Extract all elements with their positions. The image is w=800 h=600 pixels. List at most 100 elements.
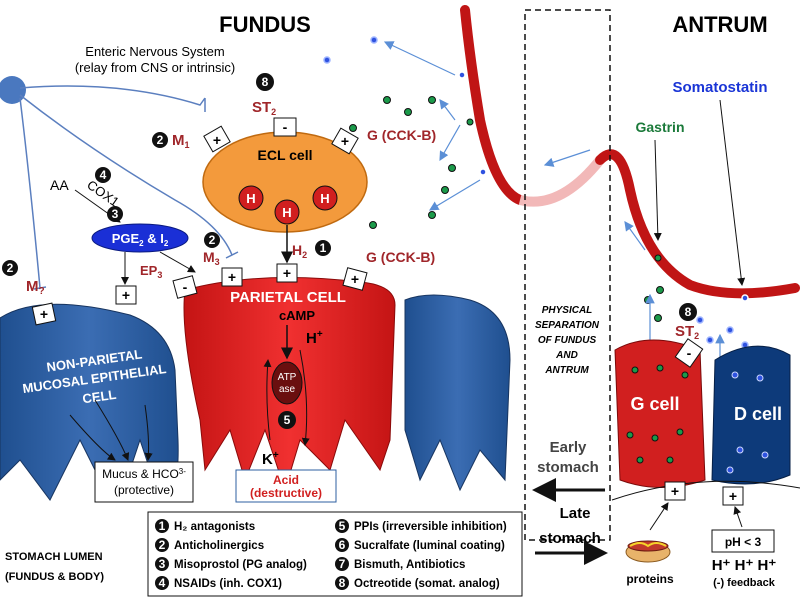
svg-text:ANTRUM: ANTRUM — [544, 365, 589, 376]
legend-item-4: NSAIDs (inh. COX1) — [174, 578, 282, 590]
legend-badge-8: 8 — [335, 576, 349, 590]
nonparietal-line3: CELL — [82, 387, 118, 407]
legend-badge-7: 7 — [335, 557, 349, 571]
minus-sign: - — [283, 119, 288, 135]
svg-text:5: 5 — [284, 413, 291, 427]
svg-text:8: 8 — [685, 305, 692, 319]
acid-label: Acid — [273, 473, 299, 487]
gcell-st2-label: ST2 — [675, 323, 699, 341]
ecl-label: ECL cell — [258, 147, 313, 163]
atpase-label: ATP — [278, 372, 297, 383]
badge-2: 2 — [152, 132, 168, 148]
nonparietal-receptor-m — [31, 302, 57, 326]
nerve-fibers — [19, 85, 239, 290]
atpase-pump — [271, 361, 303, 405]
hplus-out-arrow — [299, 349, 310, 446]
pge2-label: PGE2 & I2 — [112, 231, 169, 248]
mucus-box — [94, 461, 194, 503]
svg-text:SEPARATION: SEPARATION — [535, 320, 600, 331]
late-label-2: stomach — [539, 530, 601, 547]
badge-5: 5 — [278, 411, 296, 429]
legend-item-6: Sucralfate (luminal coating) — [354, 540, 505, 552]
legend-item-8: Octreotide (somat. analog) — [354, 578, 500, 590]
svg-text:H: H — [282, 205, 291, 220]
ens-line1: Enteric Nervous System — [85, 44, 224, 59]
d-cell-granules — [726, 371, 769, 474]
plus-sign: + — [729, 488, 737, 504]
plus-sign: + — [213, 132, 221, 148]
svg-text:7: 7 — [339, 557, 346, 571]
ens-line2: (relay from CNS or intrinsic) — [75, 60, 235, 75]
dcell-receptor-ph — [722, 486, 744, 506]
lumen-line1: STOMACH LUMEN — [5, 551, 103, 563]
svg-text:PHYSICAL: PHYSICAL — [542, 305, 593, 316]
kplus-in-arrow — [263, 359, 272, 441]
parietal-label: PARIETAL CELL — [230, 289, 346, 306]
svg-text:3: 3 — [112, 207, 119, 221]
m3-label: M3 — [203, 249, 220, 267]
mucus-line1: Mucus & HCO3- — [102, 467, 186, 481]
parietal-receptor-ep3 — [172, 275, 198, 299]
blood-vessel-lower — [595, 149, 800, 299]
camp-label: cAMP — [279, 308, 315, 323]
svg-text:2: 2 — [159, 538, 166, 552]
late-label-1: Late — [560, 505, 591, 522]
atpase-label-2: ase — [279, 384, 296, 395]
parietal-receptor-g — [342, 267, 368, 291]
kplus-label: K+ — [262, 450, 279, 468]
svg-text:6: 6 — [339, 538, 346, 552]
early-label-2: stomach — [537, 459, 599, 476]
pge-arrow-2 — [159, 251, 196, 273]
badge-8: 8 — [256, 73, 274, 91]
ecl-receptor-g — [331, 127, 359, 155]
badge-4: 4 — [95, 167, 111, 183]
svg-text:5: 5 — [339, 519, 346, 533]
gcell-receptor-st2 — [674, 338, 704, 368]
somatostatin-arrow — [719, 99, 746, 286]
mucus-line2: (protective) — [114, 483, 174, 497]
ecl-receptor-st2 — [273, 117, 297, 137]
plus-sign: + — [228, 269, 236, 285]
g-cell-granules — [626, 364, 689, 464]
legend-item-3: Misoprostol (PG analog) — [174, 559, 307, 571]
legend-badge-3: 3 — [155, 557, 169, 571]
svg-text:8: 8 — [262, 75, 269, 89]
legend-item-2: Anticholinergics — [174, 540, 264, 552]
plus-sign: + — [40, 306, 48, 322]
badge-2: 2 — [2, 260, 18, 276]
ph-arrow — [733, 506, 743, 528]
separation-box — [524, 9, 611, 541]
hotdog-icon — [625, 540, 671, 563]
separation-label: PHYSICAL SEPARATION OF FUNDUS AND ANTRUM — [535, 305, 600, 376]
svg-text:AND: AND — [555, 350, 578, 361]
antrum-title: ANTRUM — [672, 12, 767, 37]
ecl-receptor-m1 — [203, 125, 231, 153]
svg-text:H: H — [246, 191, 255, 206]
svg-text:OF FUNDUS: OF FUNDUS — [538, 335, 597, 346]
hplus-row: H⁺ H⁺ H⁺ — [712, 557, 777, 574]
plus-sign: + — [351, 271, 359, 287]
nonparietal-receptor-ep3 — [115, 285, 137, 305]
legend-badge-6: 6 — [335, 538, 349, 552]
d-cell-label: D cell — [734, 404, 782, 424]
ecl-m1-label: M1 — [172, 132, 190, 150]
blood-vessel-upper — [460, 5, 525, 205]
legend-item-1: H₂ antagonists — [174, 521, 255, 533]
plus-sign: + — [341, 133, 349, 149]
fundus-title: FUNDUS — [219, 12, 311, 37]
minus-sign: - — [183, 279, 188, 295]
minus-sign: - — [687, 345, 692, 361]
parietal-receptor-m3 — [221, 267, 243, 287]
protein-arrow — [649, 502, 669, 531]
h2-label: H2 — [292, 242, 307, 260]
ens-node — [0, 76, 26, 104]
d-cell — [711, 345, 791, 485]
plus-sign: + — [283, 265, 291, 281]
feedback-label: (-) feedback — [713, 577, 776, 589]
somatostatin-particles — [323, 36, 749, 349]
ph-label: pH < 3 — [725, 535, 762, 549]
svg-text:2: 2 — [209, 233, 216, 247]
parietal-receptor-h2 — [276, 263, 298, 283]
